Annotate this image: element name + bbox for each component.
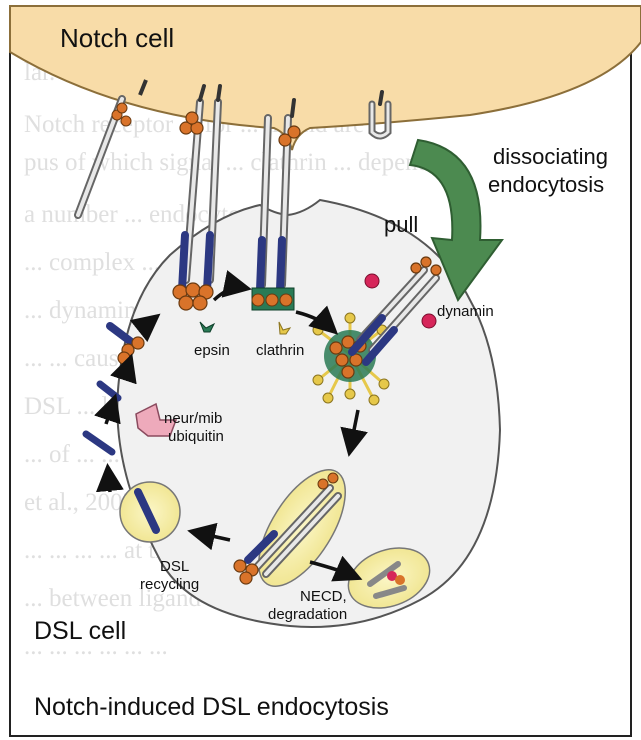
necd-label: NECD,: [300, 588, 347, 605]
degradation-label: degradation: [268, 606, 347, 623]
notch-cell-label: Notch cell: [60, 23, 174, 53]
dynamin-icon: [365, 274, 379, 288]
figure-caption: Notch-induced DSL endocytosis: [34, 693, 389, 721]
dissociating-label: dissociating: [493, 144, 608, 169]
clathrin-pit: [252, 288, 294, 310]
neur-mib-label: neur/mib: [164, 410, 222, 427]
bg-line: pus of which signal ... clathrin ... dep…: [24, 149, 461, 176]
endocytosis-label: endocytosis: [488, 172, 604, 197]
ubiquitin-label: ubiquitin: [168, 428, 224, 445]
epsin-label: epsin: [194, 342, 230, 359]
clathrin-label: clathrin: [256, 342, 304, 359]
dsl-label: DSL: [160, 558, 189, 575]
dynamin-label: dynamin: [437, 303, 494, 320]
dsl-cell-label: DSL cell: [34, 617, 126, 645]
recycling-label: recycling: [140, 576, 199, 593]
pull-label: pull: [384, 212, 418, 237]
dynamin-icon: [422, 314, 436, 328]
